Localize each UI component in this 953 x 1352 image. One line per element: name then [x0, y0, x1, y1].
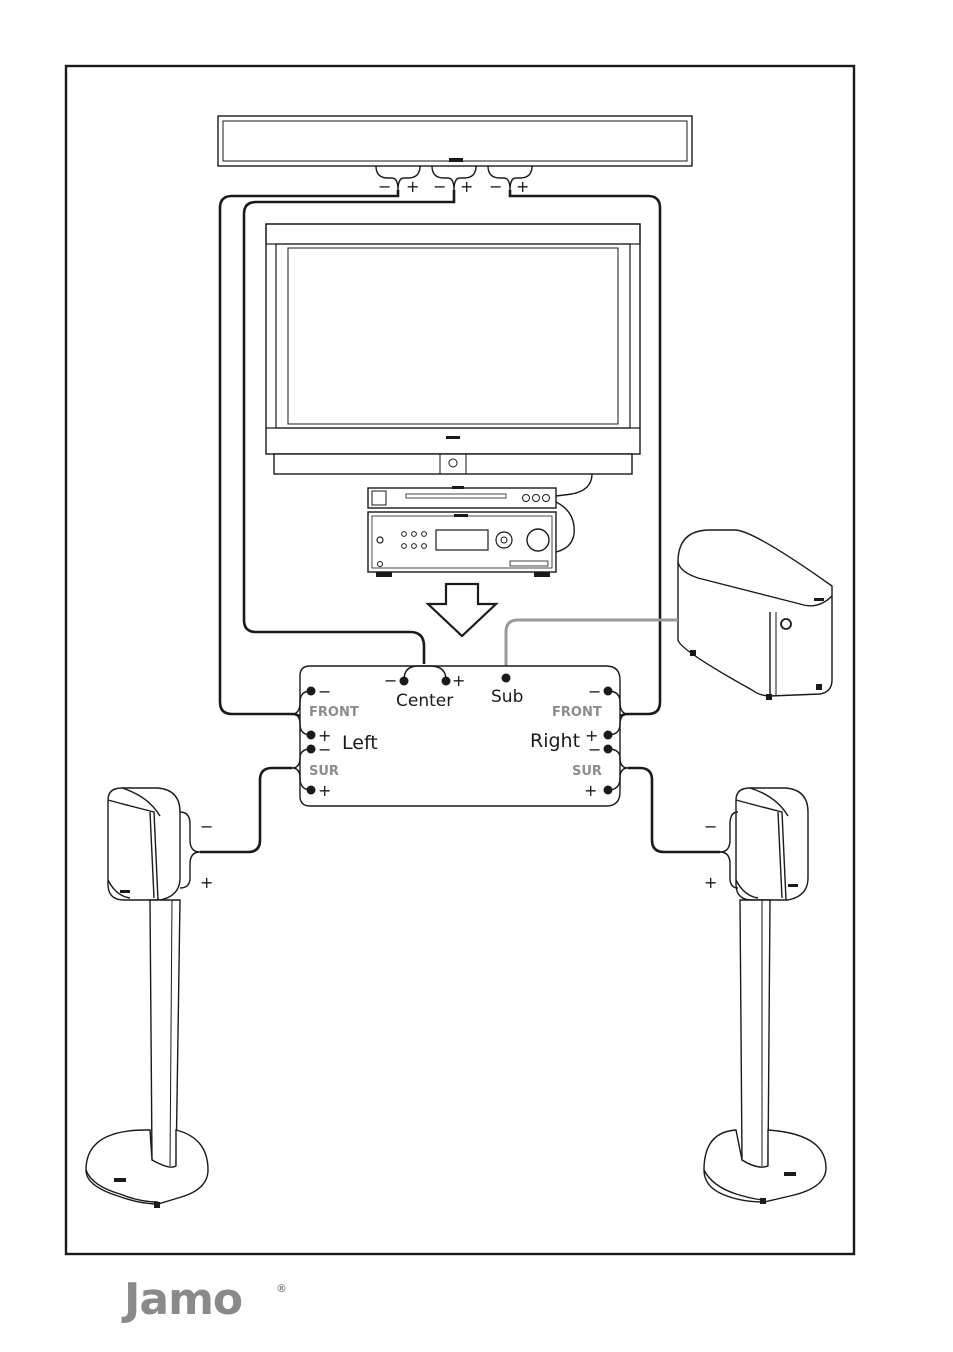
wire-surround-right — [628, 768, 720, 852]
wire-surround-left — [200, 768, 292, 852]
front-right-label: FRONT — [552, 705, 602, 720]
device-cable — [556, 502, 574, 552]
brand-logo: Jamo — [121, 1274, 242, 1325]
surround-left-brace — [180, 812, 200, 888]
sur-left-plus-label: + — [318, 781, 331, 800]
center-minus-label: − — [384, 671, 397, 690]
surround-left-minus-label: − — [200, 817, 213, 836]
sur-right-label: SUR — [572, 764, 602, 779]
subwoofer — [678, 530, 832, 700]
front-right-minus-label: − — [588, 682, 601, 701]
surround-right-minus-label: − — [704, 817, 717, 836]
soundbar-c-plus: + — [460, 177, 473, 196]
front-left-label: FRONT — [309, 705, 359, 720]
soundbar-c-minus: − — [433, 177, 446, 196]
soundbar — [218, 116, 692, 166]
front-left-minus-label: − — [318, 682, 331, 701]
soundbar-l-minus: − — [378, 177, 391, 196]
soundbar-l-plus: + — [406, 177, 419, 196]
connect-arrow-icon — [428, 584, 496, 636]
soundbar-r-plus: + — [516, 177, 529, 196]
sur-right-minus-label: − — [588, 740, 601, 759]
center-label: Center — [396, 691, 453, 711]
tv-cable — [556, 474, 592, 496]
surround-left-plus-label: + — [200, 873, 213, 892]
soundbar-r-minus: − — [489, 177, 502, 196]
sub-terminal — [502, 674, 511, 683]
brand-registered-mark: ® — [276, 1282, 287, 1295]
left-label: Left — [342, 732, 378, 754]
center-plus-label: + — [452, 671, 465, 690]
sur-left-label: SUR — [309, 764, 339, 779]
surround-right-plus-label: + — [704, 873, 717, 892]
center-plus-terminal — [442, 677, 451, 686]
center-minus-terminal — [400, 677, 409, 686]
surround-speaker-left — [86, 788, 208, 1208]
av-receiver-device — [368, 512, 556, 577]
television — [266, 224, 640, 474]
dvd-player — [368, 486, 556, 508]
sur-right-plus-label: + — [584, 781, 597, 800]
right-label: Right — [530, 730, 580, 752]
surround-speaker-right — [704, 788, 826, 1204]
sub-label: Sub — [491, 687, 523, 707]
sur-left-minus-label: − — [318, 740, 331, 759]
